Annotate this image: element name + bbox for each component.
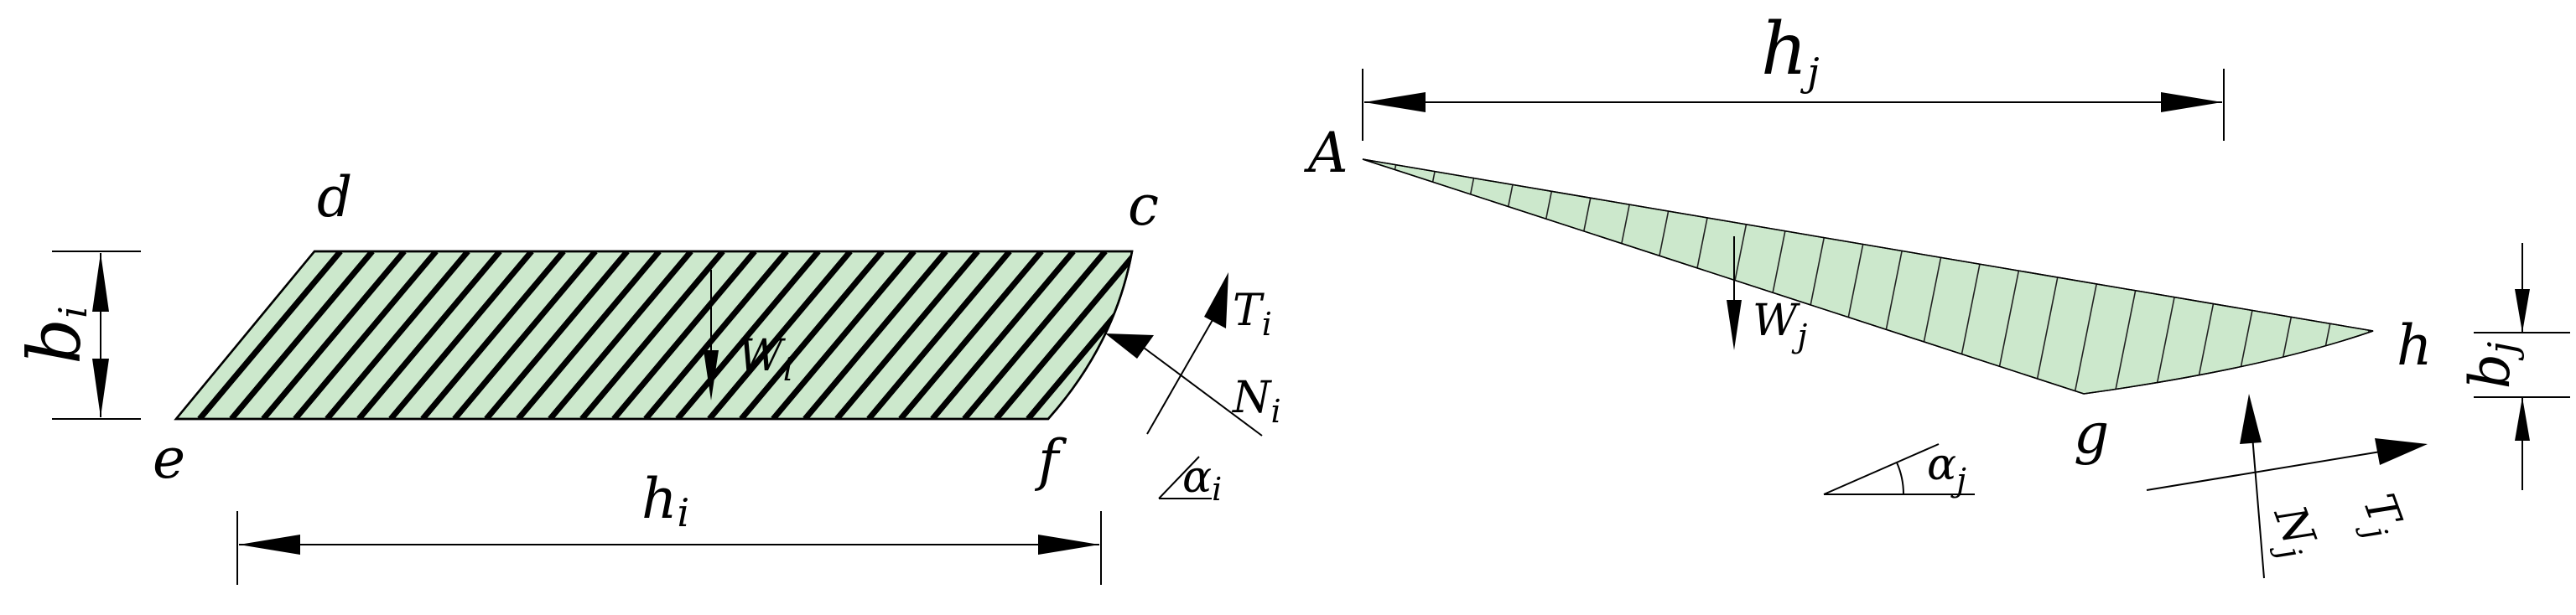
hatch-line <box>293 251 439 419</box>
hatch-line <box>1308 151 1358 402</box>
hatch-line <box>898 251 1044 419</box>
hatch-line <box>452 251 598 419</box>
right-weight-arrow: Wj <box>1727 236 1807 354</box>
hatch-line <box>771 251 917 419</box>
hatch-line <box>2273 159 2325 394</box>
hatch-line <box>962 251 1108 419</box>
hatch-line <box>325 251 470 419</box>
hatch-line <box>1629 159 1681 394</box>
hatch-line <box>197 251 343 419</box>
hatch-line <box>484 251 630 419</box>
hatch-line <box>2314 159 2366 394</box>
hatch-line <box>866 251 1012 419</box>
right-width-label: hj <box>1761 8 1820 95</box>
left-block: bi hi d c e f Wi Ni <box>13 165 1281 585</box>
left-weight-arrow: Wi <box>704 270 793 401</box>
left-angle-label: αi <box>1182 452 1222 508</box>
corner-label-f: f <box>1034 428 1067 493</box>
corner-label-h: h <box>2397 313 2433 378</box>
hatch-line <box>1670 159 1722 394</box>
right-height-label: bj <box>2458 342 2525 390</box>
hatch-line <box>261 251 407 419</box>
right-angle-marker: αj <box>1823 440 1975 499</box>
left-angle-marker: αi <box>1158 452 1222 508</box>
left-height-label: bi <box>13 306 97 364</box>
hatch-line <box>1388 159 1440 394</box>
left-shear-force: Ti <box>1146 272 1272 435</box>
corner-label-e: e <box>153 426 185 491</box>
corner-label-d: d <box>317 165 352 230</box>
right-normal-label: Nj <box>2257 498 2328 564</box>
left-height-dimension: bi <box>13 251 141 420</box>
hatch-line <box>2233 159 2285 394</box>
hatch-line <box>548 251 693 419</box>
right-shear-label: Tj <box>2346 488 2413 544</box>
corner-label-c: c <box>1128 173 1159 238</box>
hatch-line <box>739 251 885 419</box>
right-width-dimension: hj <box>1362 8 2225 141</box>
right-angle-label: αj <box>1927 440 1966 499</box>
hatch-line <box>834 251 980 419</box>
left-weight-label: Wi <box>738 331 793 388</box>
hatch-line <box>707 251 853 419</box>
hatch-line <box>930 251 1076 419</box>
hatch-line <box>356 251 502 419</box>
left-shear-label: Ti <box>1233 286 1272 343</box>
right-block: hj bj A h g Wj αj <box>1303 8 2570 579</box>
hatch-line <box>1363 159 1400 394</box>
left-width-dimension: hi <box>236 467 1102 585</box>
hatch-line <box>579 251 725 419</box>
hatch-line <box>420 251 566 419</box>
right-height-dimension: bj <box>2458 243 2570 490</box>
right-block-outline <box>1362 158 2374 395</box>
corner-label-a: A <box>1303 121 1348 185</box>
right-weight-label: Wj <box>1753 296 1807 354</box>
left-block-outline <box>174 250 1134 421</box>
hatch-line <box>516 251 662 419</box>
left-width-label: hi <box>641 467 689 535</box>
hatch-line <box>1026 251 1132 419</box>
hatch-line <box>802 251 948 419</box>
corner-label-g: g <box>2074 401 2109 466</box>
hatch-line <box>1589 159 1641 394</box>
hatch-line <box>675 251 821 419</box>
hatch-line <box>611 251 757 419</box>
right-block-body <box>1362 158 2374 395</box>
hatch-line <box>994 251 1132 419</box>
hatch-line <box>1549 159 1601 394</box>
right-normal-force: Nj <box>2240 394 2328 579</box>
hatch-line <box>643 251 789 419</box>
hatch-line <box>229 251 375 419</box>
left-normal-force: Ni <box>1105 333 1281 437</box>
hatch-line <box>388 251 534 419</box>
left-normal-label: Ni <box>1231 373 1281 430</box>
